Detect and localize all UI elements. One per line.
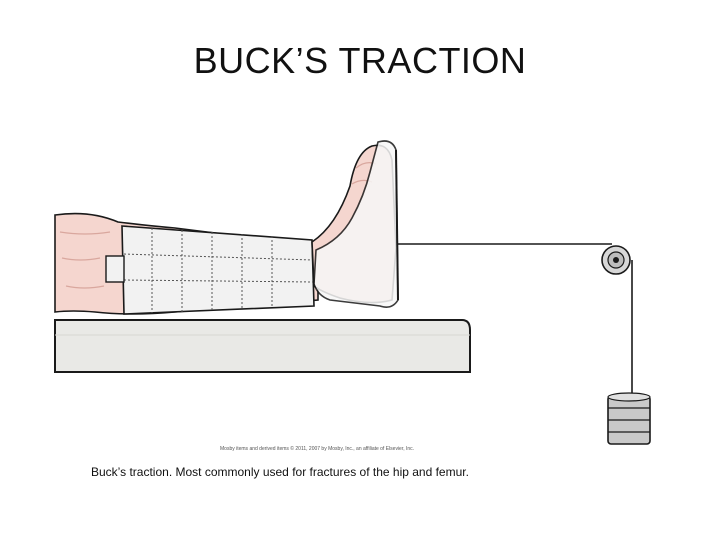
bed bbox=[54, 319, 471, 373]
traction-bandage bbox=[105, 225, 315, 315]
traction-weight bbox=[607, 392, 651, 445]
pulley bbox=[601, 245, 631, 275]
traction-boot bbox=[313, 140, 399, 308]
slide-title: BUCK’S TRACTION bbox=[193, 40, 527, 81]
traction-rope bbox=[398, 243, 633, 396]
copyright-credit: Mosby items and derived items © 2011, 20… bbox=[220, 446, 415, 452]
figure-caption: Buck’s traction. Most commonly used for … bbox=[91, 465, 469, 479]
